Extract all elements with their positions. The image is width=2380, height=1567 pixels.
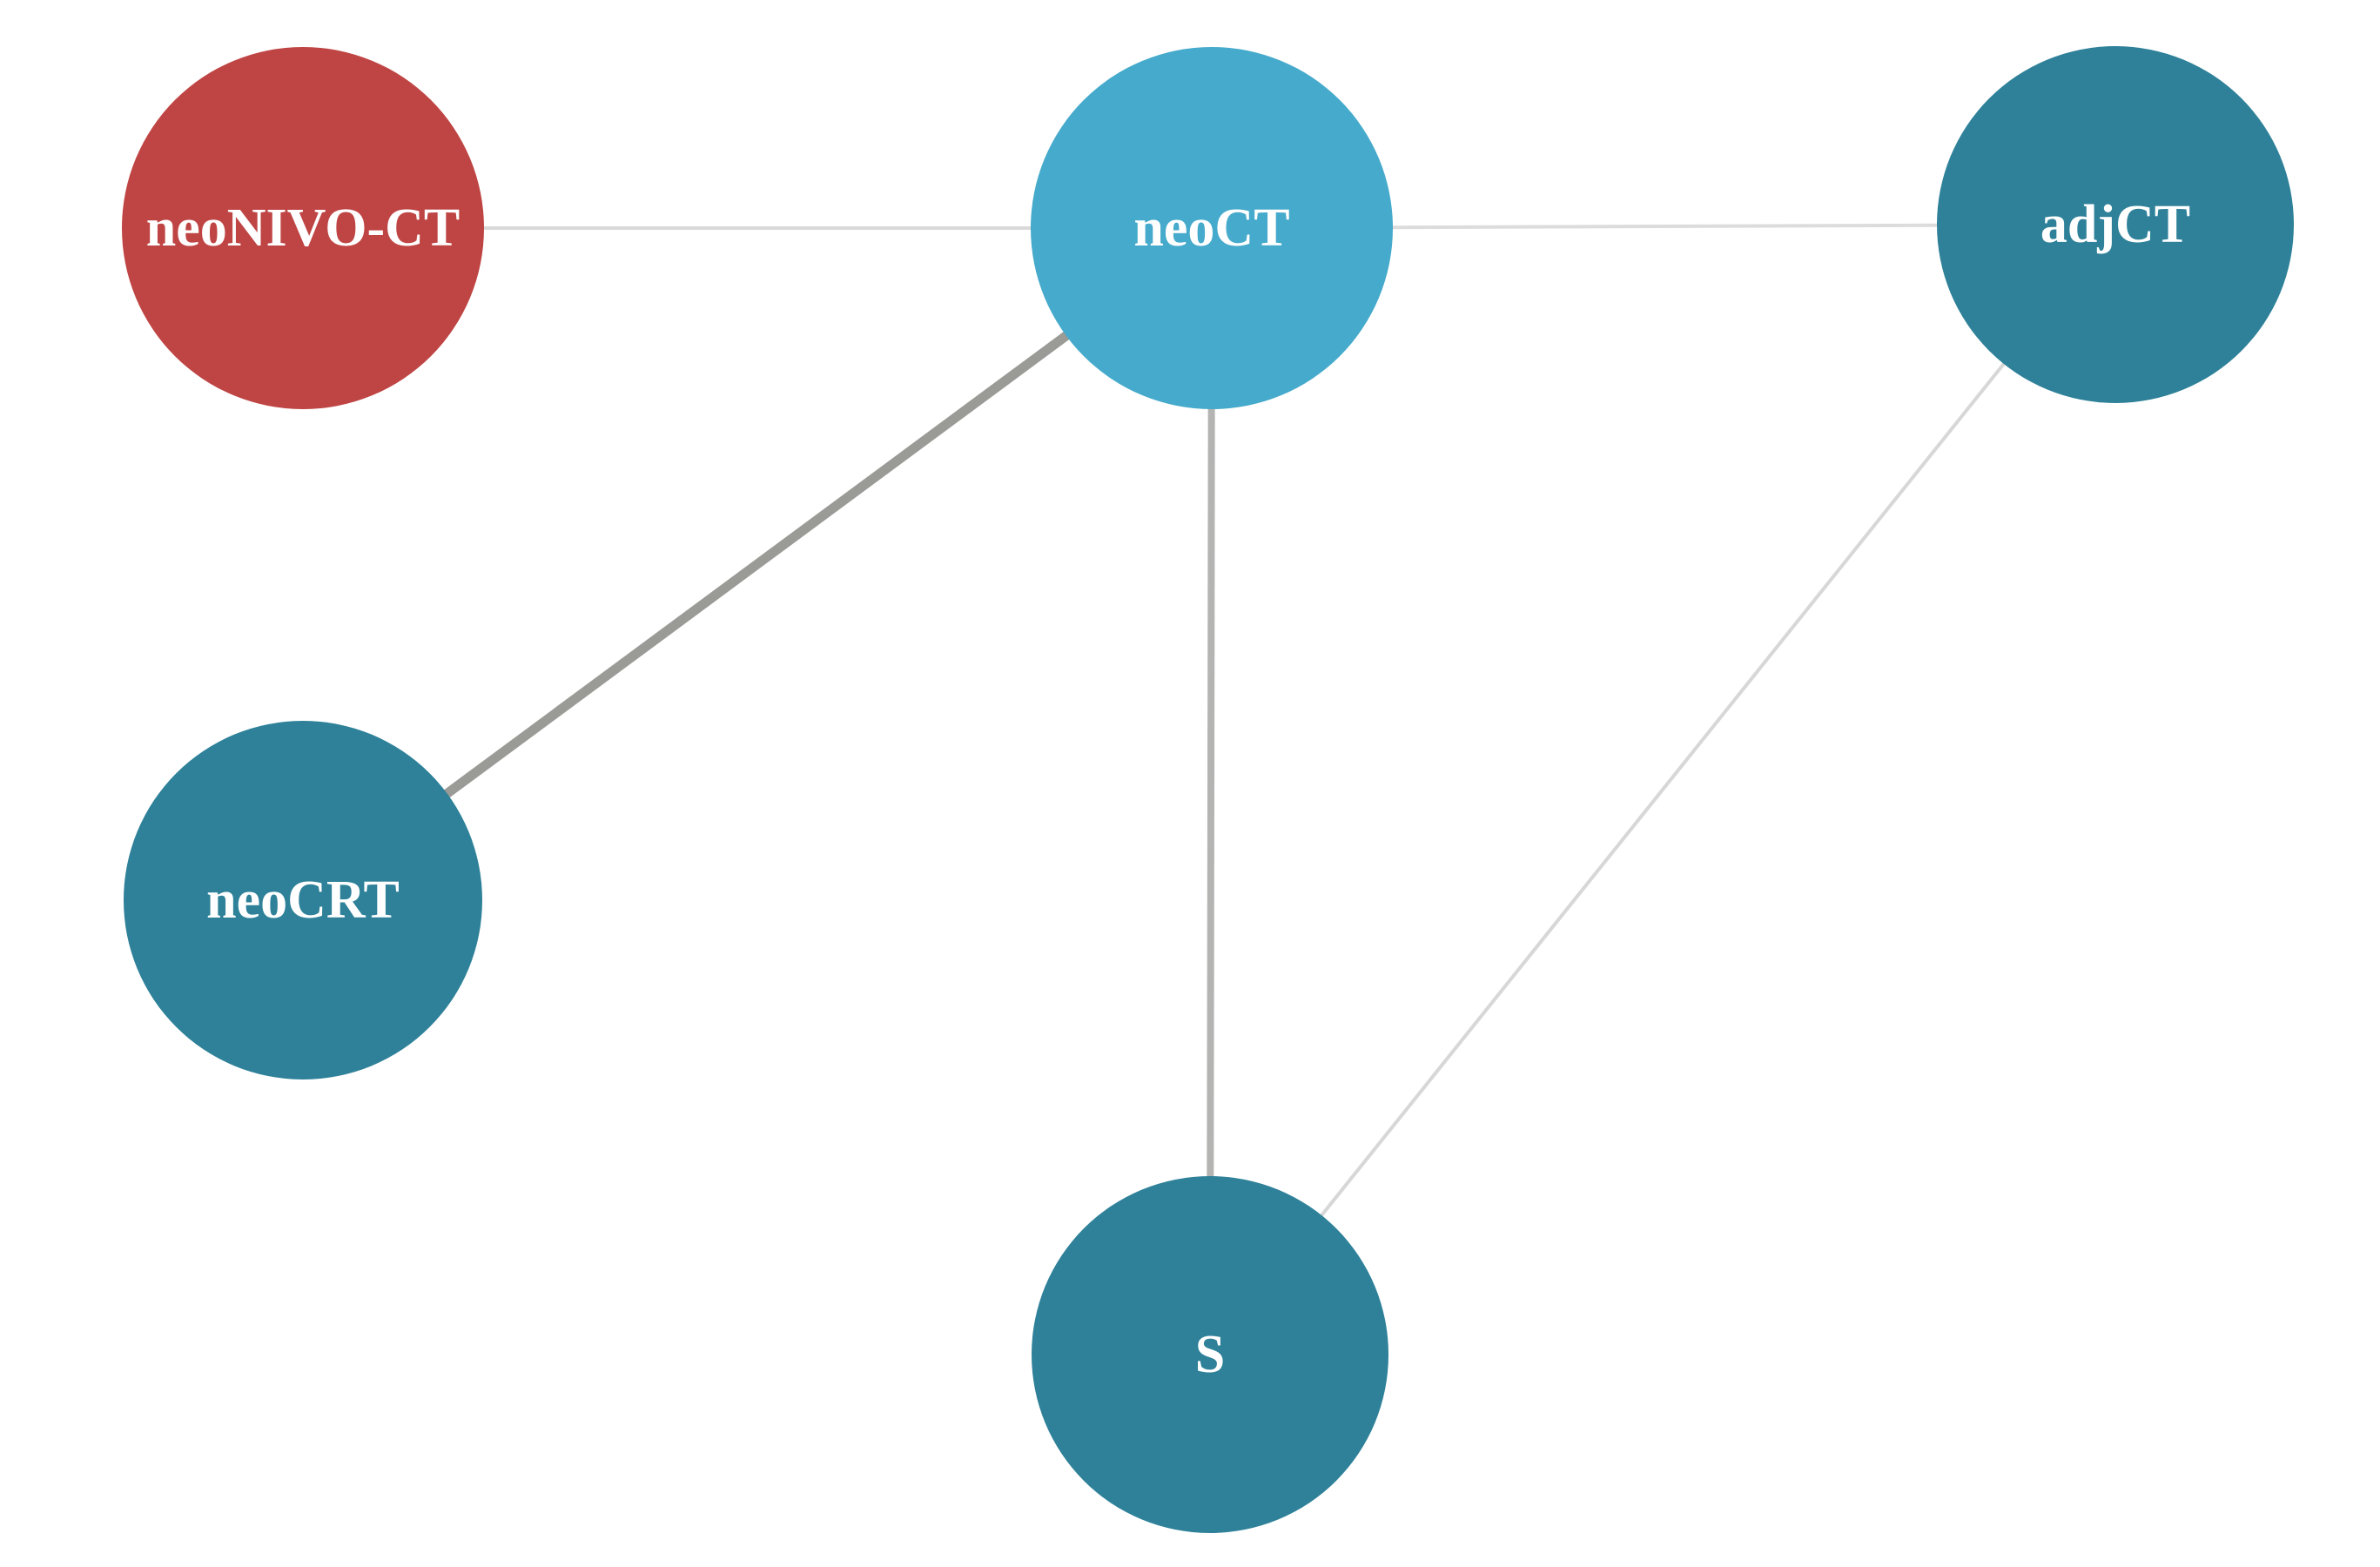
node-neoCT[interactable]: neoCT [1031,47,1393,409]
node-circle-neoNIVO-CT[interactable] [122,47,484,409]
node-circle-neoCT[interactable] [1031,47,1393,409]
edge-neoCT-to-neoCRT [299,224,1215,905]
node-neoNIVO-CT[interactable]: neoNIVO-CT [122,47,484,409]
node-circle-S[interactable] [1032,1176,1388,1533]
node-label-neoCRT: neoCRT [206,871,400,930]
node-label-adjCT: adjCT [2040,195,2190,254]
node-label-neoCT: neoCT [1133,198,1289,258]
node-label-S: S [1195,1325,1225,1384]
node-circle-neoCRT[interactable] [124,721,482,1079]
node-S[interactable]: S [1032,1176,1388,1533]
edge-neoCT-to-S [1207,227,1215,1355]
node-neoCRT[interactable]: neoCRT [124,721,482,1079]
node-circle-adjCT[interactable] [1937,46,2294,403]
node-layer: neoNIVO-CT neoCT adjCT neoCRT S [122,46,2294,1533]
edge-adjCT-to-S [1208,223,2117,1356]
node-adjCT[interactable]: adjCT [1937,46,2294,403]
node-label-neoNIVO-CT: neoNIVO-CT [146,198,460,258]
